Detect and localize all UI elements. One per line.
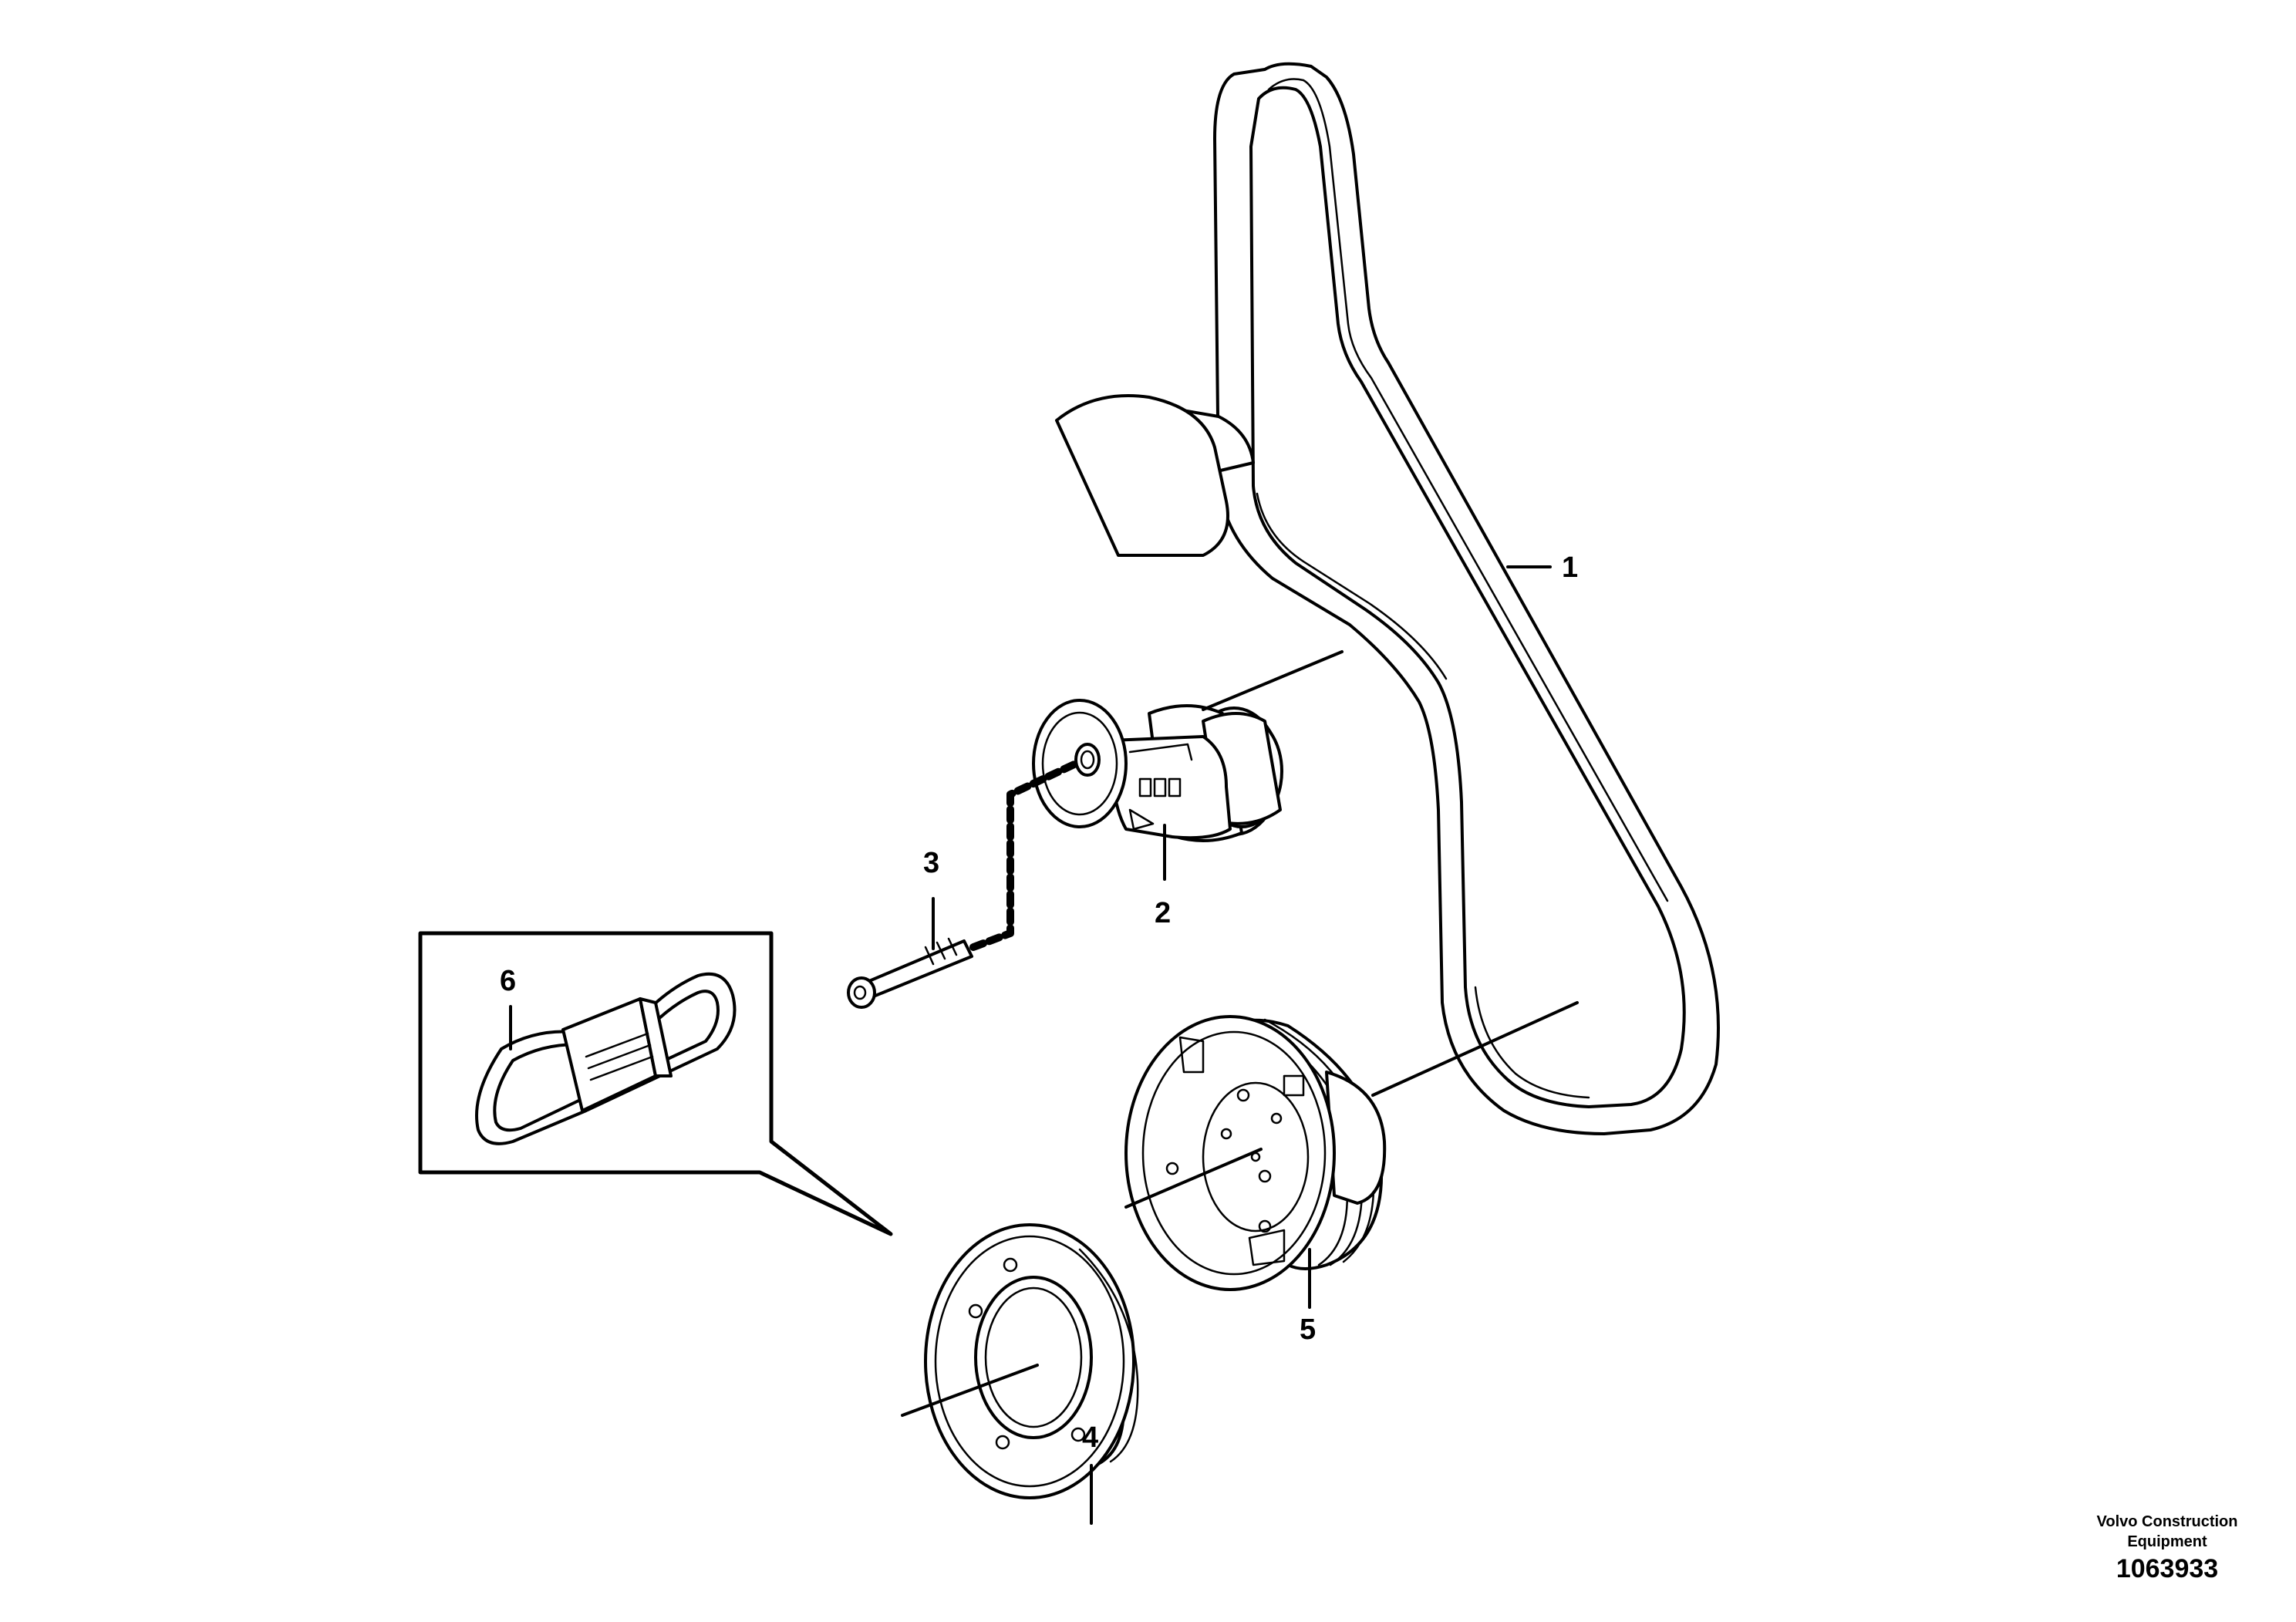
belt-tensioner xyxy=(1032,394,1344,881)
callout-1: 1 xyxy=(1562,551,1579,584)
callout-6: 6 xyxy=(500,965,517,997)
drive-belt xyxy=(1213,62,1720,1135)
company-line-2: Equipment xyxy=(2127,1533,2207,1550)
callout-3: 3 xyxy=(923,847,940,879)
company-name: Volvo Construction Equipment xyxy=(2082,1512,2252,1552)
callout-2: 2 xyxy=(1155,897,1172,929)
vibration-damper xyxy=(1124,1001,1579,1309)
pulley xyxy=(901,1223,1139,1525)
screw xyxy=(847,760,1080,1009)
callout-4: 4 xyxy=(1082,1421,1099,1454)
image-number: 1063933 xyxy=(2116,1554,2219,1583)
callout-5: 5 xyxy=(1300,1313,1317,1346)
company-line-1: Volvo Construction xyxy=(2096,1513,2238,1530)
belt-kit-inset xyxy=(418,931,893,1236)
